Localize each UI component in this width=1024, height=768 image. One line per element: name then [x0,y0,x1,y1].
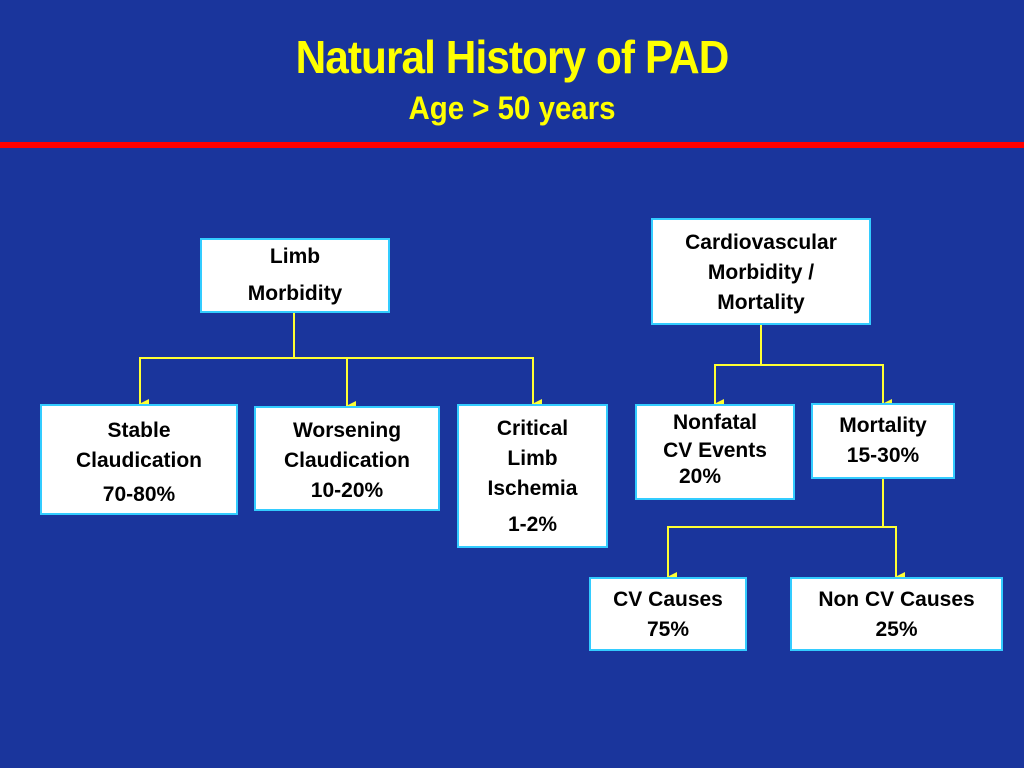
slide-title: Natural History of PAD [295,31,730,83]
node-text: Non CV Causes [818,588,975,611]
node-text: Claudication [75,449,202,472]
node-non-cv-causes: Non CV Causes 25% [790,577,1003,651]
node-text: CV Events [663,439,767,462]
node-stable-claudication: Stable Claudication 70-80% [40,404,238,515]
node-text: 15-30% [846,444,920,467]
title-divider [0,142,1024,148]
node-nonfatal-cv-events: Nonfatal CV Events 20% [635,404,795,500]
node-text: Claudication [283,449,410,472]
node-text: 25% [875,618,918,641]
node-limb-morbidity: Limb Morbidity [200,238,390,313]
node-text: Mortality [839,414,927,437]
node-worsening-claudication: Worsening Claudication 10-20% [254,406,440,511]
node-text: 75% [646,618,690,641]
node-text: Stable [107,419,171,442]
node-critical-limb-ischemia: Critical Limb Ischemia 1-2% [457,404,608,548]
slide-subtitle: Age > 50 years [408,90,616,126]
node-text: Nonfatal [673,411,757,434]
node-text: 10-20% [310,479,384,502]
node-text: Limb [507,447,558,470]
node-text: CV Causes [613,588,723,611]
node-mortality: Mortality 15-30% [811,403,955,479]
node-text: Cardiovascular [685,231,837,254]
node-text: Limb [269,245,321,268]
node-text: Morbidity / [707,261,815,284]
node-text: 20% [678,465,722,488]
node-cv-causes: CV Causes 75% [589,577,747,651]
node-text: Mortality [717,291,805,314]
node-text: Worsening [292,419,402,442]
node-text: 1-2% [507,513,558,536]
node-cardiovascular-morbidity-mortality: Cardiovascular Morbidity / Mortality [651,218,871,325]
node-text: Critical [496,417,569,440]
node-text: Morbidity [247,282,343,305]
node-text: 70-80% [102,483,176,506]
node-text: Ischemia [487,477,578,500]
